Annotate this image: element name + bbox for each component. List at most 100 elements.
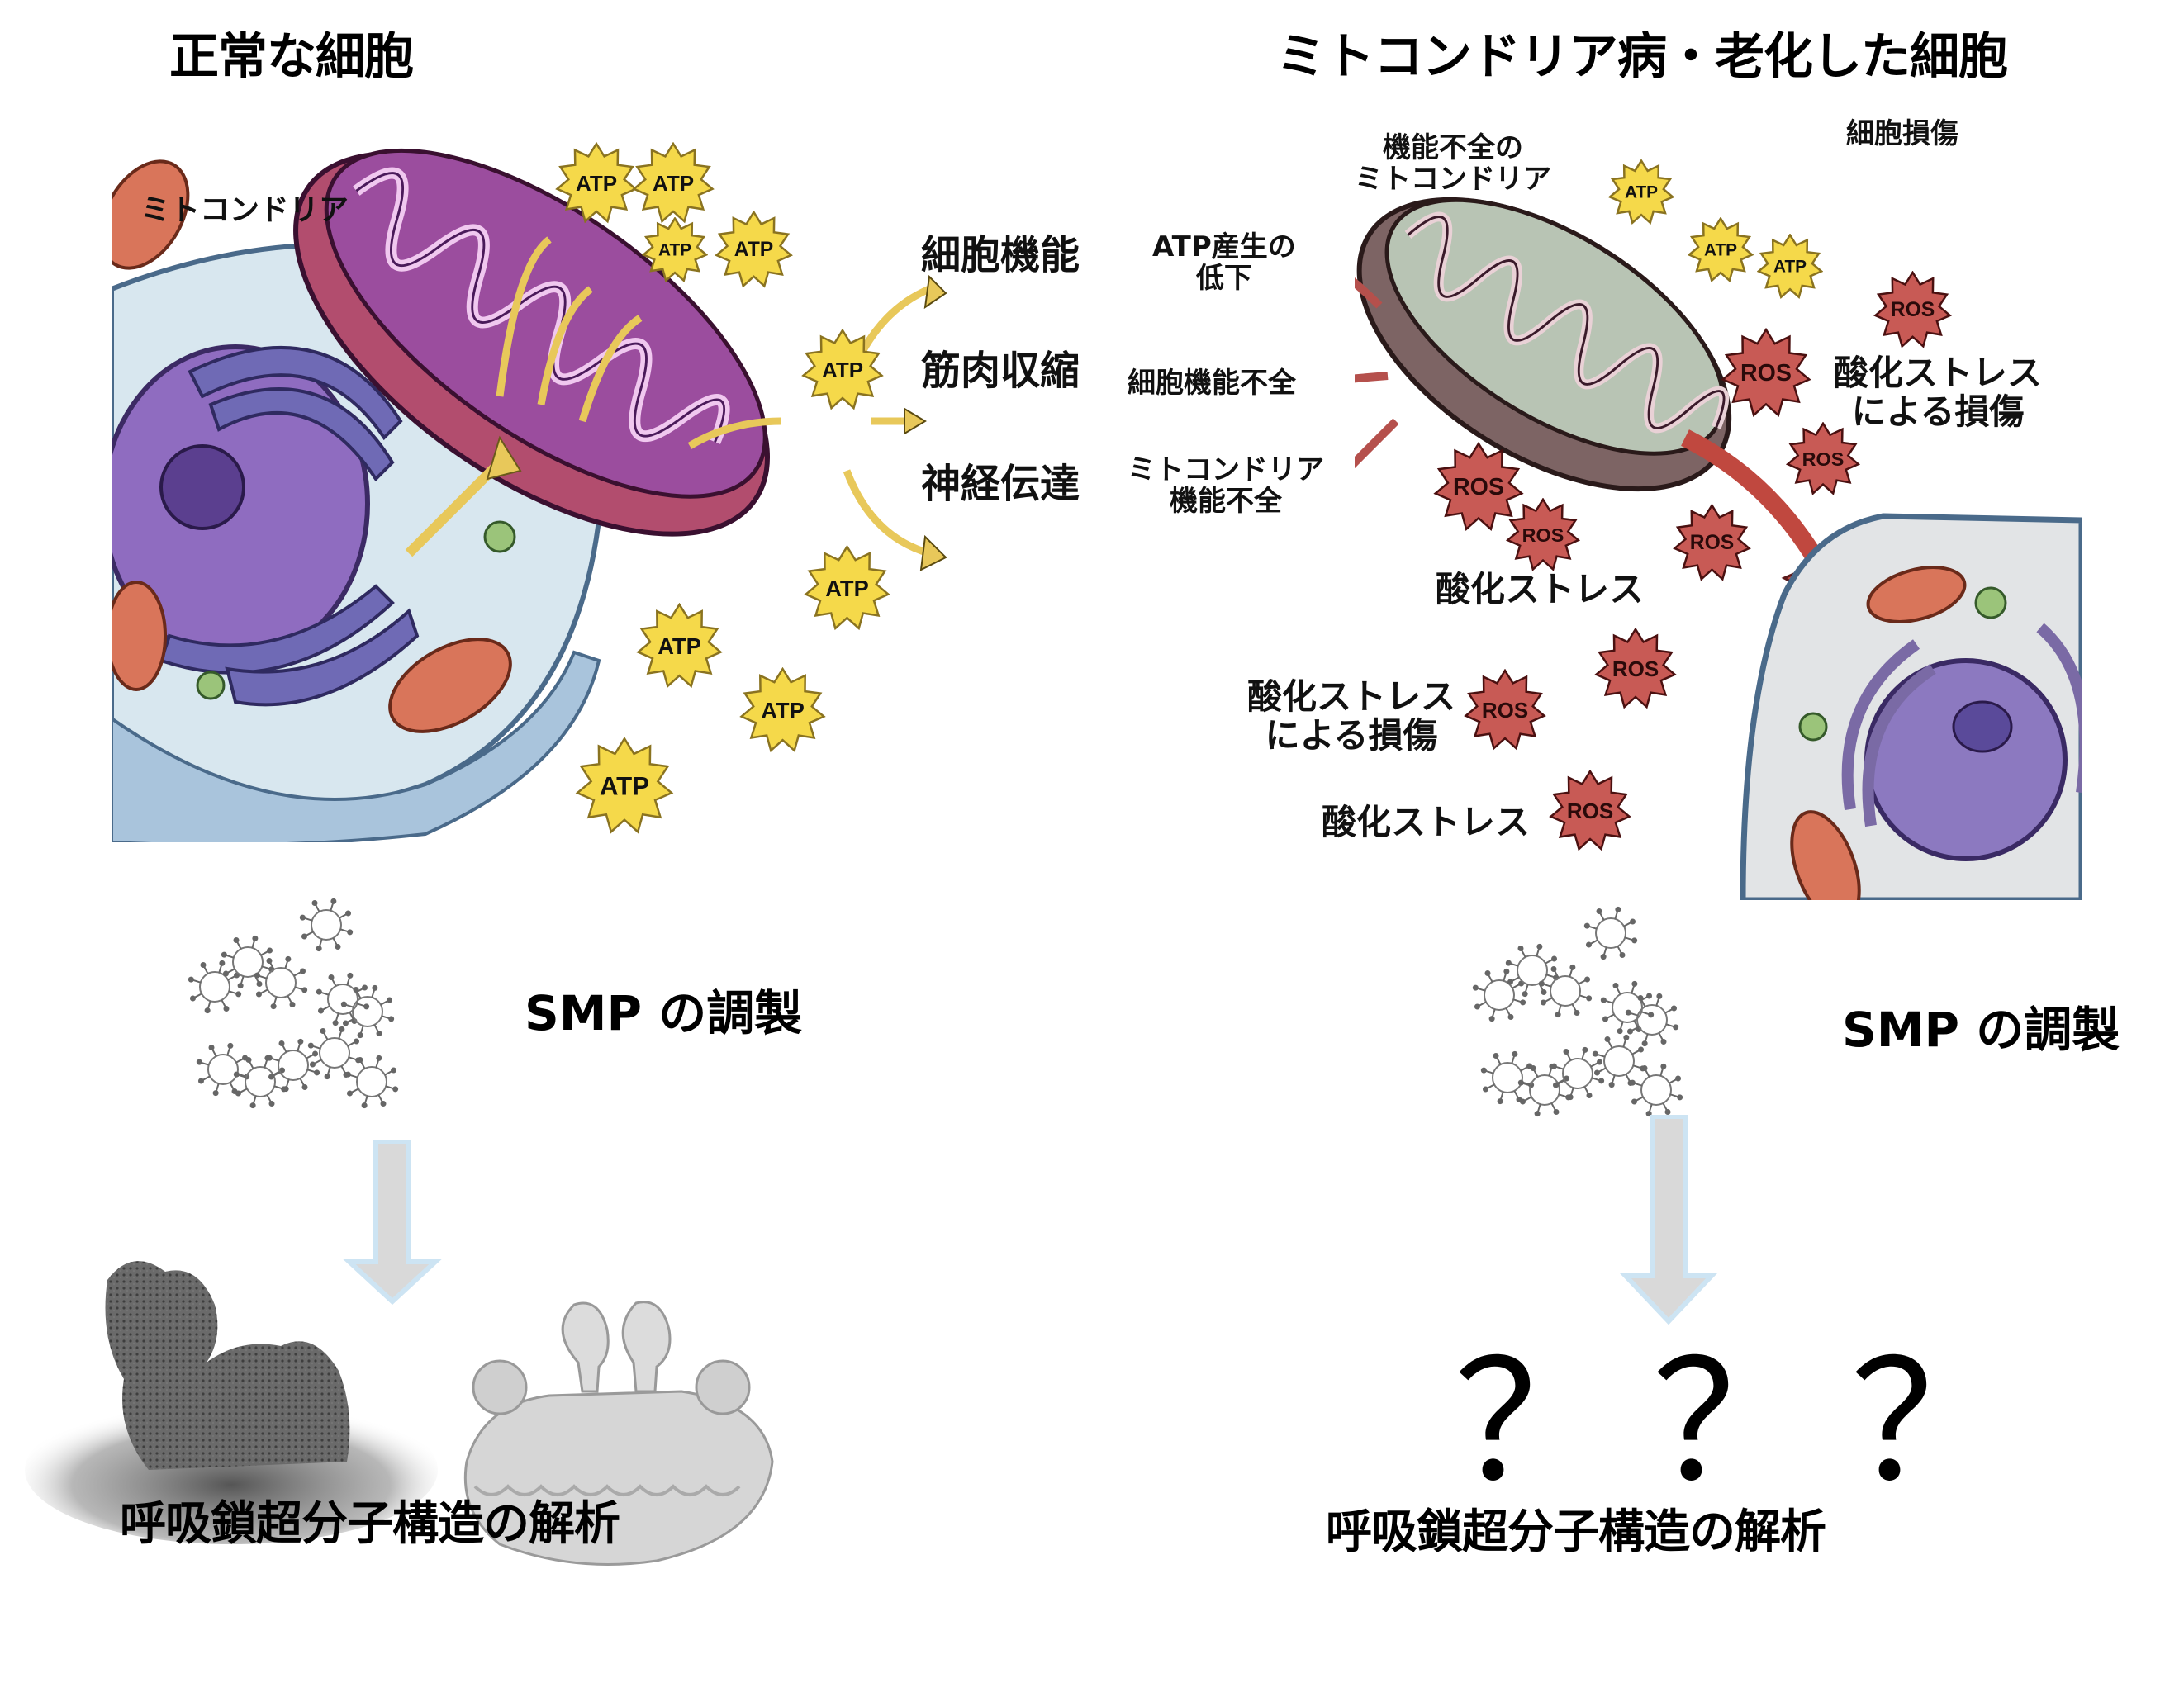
smp-preparation-label-right: SMP の調製 bbox=[1842, 1002, 2120, 1058]
atp-starburst-label: ATP bbox=[734, 239, 773, 261]
supercomplex-surface-model bbox=[463, 1301, 774, 1566]
atp-starburst: ATP bbox=[635, 602, 723, 688]
ros-starburst-label: ROS bbox=[1567, 799, 1613, 823]
smp-vesicle bbox=[221, 935, 275, 989]
affected-nucleus bbox=[1864, 658, 2068, 861]
outcome-muscle-contraction: 筋肉収縮 bbox=[921, 348, 1080, 394]
diseased-cell-illustration bbox=[1355, 197, 2082, 900]
ros-starburst-label: ROS bbox=[1482, 698, 1528, 723]
smp-vesicle bbox=[1480, 1050, 1535, 1105]
smp-vesicle bbox=[1592, 1034, 1646, 1088]
atp-starburst-label: ATP bbox=[658, 633, 701, 659]
smp-vesicle bbox=[1629, 1063, 1683, 1117]
atp-starburst: ATP bbox=[803, 544, 890, 630]
oxidative-stress-label-mid: 酸化ストレス bbox=[1436, 569, 1645, 609]
atp-starburst-label: ATP bbox=[761, 698, 805, 723]
atp-starburst: ATP bbox=[1608, 159, 1674, 225]
smp-vesicle bbox=[344, 1055, 399, 1109]
smp-vesicle bbox=[188, 960, 242, 1014]
smp-vesicle bbox=[316, 972, 370, 1026]
smp-vesicle bbox=[1505, 943, 1560, 998]
atp-starburst: ATP bbox=[738, 666, 826, 752]
atp-starburst-label: ATP bbox=[576, 171, 617, 196]
ros-starburst-label: ROS bbox=[1740, 360, 1792, 386]
smp-vesicle bbox=[1517, 1063, 1572, 1117]
atp-starburst-label: ATP bbox=[822, 358, 863, 382]
ros-starburst: ROS bbox=[1786, 422, 1860, 495]
atp-starburst: ATP bbox=[714, 210, 793, 288]
smp-vesicle bbox=[1550, 1046, 1605, 1101]
smp-vesicle bbox=[1600, 980, 1655, 1035]
ros-starburst: ROS bbox=[1672, 503, 1751, 581]
atp-starburst-label: ATP bbox=[1625, 183, 1658, 202]
atp-starburst-label: ATP bbox=[1704, 241, 1737, 260]
oxidative-stress-label-bottom: 酸化ストレス bbox=[1322, 802, 1531, 842]
ros-starburst: ROS bbox=[1549, 770, 1631, 851]
oxidative-damage-label-bottom: 酸化ストレス による損傷 bbox=[1247, 676, 1456, 756]
ros-starburst-label: ROS bbox=[1802, 448, 1845, 470]
atp-starburst-label: ATP bbox=[653, 171, 694, 196]
atp-starburst: ATP bbox=[1757, 234, 1823, 300]
atp-starburst-label: ATP bbox=[1773, 258, 1807, 277]
healthy-mitochondrion bbox=[293, 148, 771, 537]
atp-starburst-label: ATP bbox=[658, 241, 691, 260]
atp-starburst: ATP bbox=[575, 737, 674, 834]
smp-vesicle bbox=[1583, 906, 1638, 960]
smp-vesicle bbox=[196, 1042, 250, 1097]
smp-vesicle bbox=[254, 955, 308, 1010]
small-mitochondrion bbox=[388, 638, 512, 733]
mitochondria-label: ミトコンドリア bbox=[140, 193, 349, 227]
smp-vesicle bbox=[299, 898, 354, 952]
ros-starburst: ROS bbox=[1594, 628, 1677, 709]
smp-vesicle bbox=[307, 1026, 362, 1080]
oxidative-damage-label-top: 酸化ストレス による損傷 bbox=[1834, 353, 2043, 433]
healthy-cell-illustration bbox=[112, 148, 947, 842]
atp-starburst: ATP bbox=[642, 217, 708, 283]
supercomplex-density-map bbox=[25, 1261, 438, 1544]
atp-starburst-label: ATP bbox=[825, 576, 869, 601]
left-panel-title: 正常な細胞 bbox=[169, 28, 414, 86]
smp-vesicle bbox=[233, 1055, 287, 1109]
ros-starburst: ROS bbox=[1721, 328, 1811, 417]
dysfunctional-mito-label: 機能不全の ミトコンドリア bbox=[1355, 131, 1551, 197]
atp-decline-label: ATP産生の 低下 bbox=[1152, 230, 1296, 296]
atp-starburst: ATP bbox=[801, 329, 884, 410]
ros-starburst: ROS bbox=[1464, 669, 1546, 751]
nucleolus bbox=[159, 444, 245, 530]
small-mitochondrion bbox=[112, 581, 167, 691]
smp-vesicles-left bbox=[188, 898, 399, 1109]
small-mitochondrion bbox=[112, 159, 190, 270]
atp-starburst: ATP bbox=[555, 142, 638, 224]
smp-vesicle bbox=[1538, 964, 1593, 1018]
ros-starburst-label: ROS bbox=[1453, 474, 1504, 500]
smp-vesicle bbox=[340, 984, 395, 1039]
smp-preparation-label-left: SMP の調製 bbox=[525, 985, 803, 1041]
smp-vesicle bbox=[1472, 968, 1526, 1022]
cell-damage-label: 細胞損傷 bbox=[1846, 117, 1958, 150]
analysis-caption-left: 呼吸鎖超分子構造の解析 bbox=[120, 1497, 620, 1551]
endoplasmic-reticulum bbox=[159, 346, 420, 707]
outcome-cell-function: 細胞機能 bbox=[921, 232, 1080, 278]
ros-starburst-label: ROS bbox=[1890, 299, 1935, 321]
ros-starburst: ROS bbox=[1873, 270, 1952, 348]
right-panel-title: ミトコンドリア病・老化した細胞 bbox=[1276, 28, 2008, 86]
down-arrow-right bbox=[1620, 1115, 1717, 1325]
atp-starburst: ATP bbox=[1688, 217, 1754, 283]
ros-starburst-label: ROS bbox=[1689, 532, 1734, 554]
unknown-structure-question-marks: ？？？ bbox=[1454, 1327, 2049, 1519]
cell-dysfunction-label: 細胞機能不全 bbox=[1128, 367, 1296, 400]
analysis-caption-right: 呼吸鎖超分子構造の解析 bbox=[1326, 1505, 1826, 1559]
atp-starburst: ATP bbox=[632, 142, 715, 224]
down-arrow-left bbox=[343, 1140, 442, 1305]
ros-starburst-label: ROS bbox=[1522, 524, 1564, 546]
dysfunctional-mitochondrion bbox=[1356, 197, 1732, 492]
ros-starburst: ROS bbox=[1433, 442, 1524, 531]
mito-dysfunction-label: ミトコンドリア 機能不全 bbox=[1128, 453, 1324, 519]
smp-vesicles-right bbox=[1472, 906, 1683, 1117]
smp-vesicle bbox=[1625, 993, 1679, 1047]
atp-starburst-label: ATP bbox=[600, 772, 649, 801]
smp-vesicle bbox=[266, 1038, 320, 1093]
ros-starburst: ROS bbox=[1506, 498, 1580, 571]
ros-starburst-label: ROS bbox=[1612, 657, 1659, 681]
outcome-neurotransmission: 神経伝達 bbox=[921, 461, 1080, 507]
